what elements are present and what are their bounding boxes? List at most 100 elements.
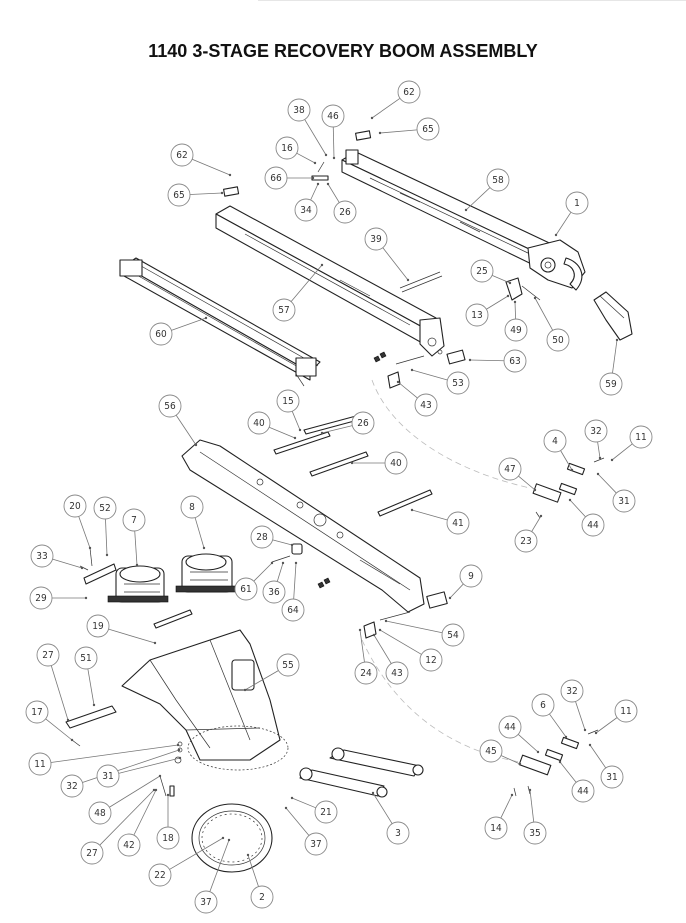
leader-tip-62 xyxy=(228,173,232,177)
callout-label: 18 xyxy=(162,833,174,844)
callout-bubble xyxy=(276,389,300,413)
callout-44: 44 xyxy=(581,513,605,537)
callout-label: 65 xyxy=(173,190,184,201)
callout-label: 6 xyxy=(540,700,546,711)
leader-tip-24 xyxy=(358,628,362,632)
callout-bubble xyxy=(419,648,443,672)
callout-label: 17 xyxy=(31,707,42,718)
callout-20: 20 xyxy=(63,494,87,518)
leader-line-48 xyxy=(109,775,161,808)
callout-bubble xyxy=(470,259,494,283)
leader-tip-37 xyxy=(284,806,288,810)
part-55-turret xyxy=(121,629,281,761)
callout-55: 55 xyxy=(276,653,300,677)
leader-tip-42 xyxy=(154,788,158,792)
leader-tip-45 xyxy=(518,762,522,766)
leader-line-60 xyxy=(171,317,207,331)
callout-label: 52 xyxy=(99,503,110,514)
callout-11: 11 xyxy=(28,752,52,776)
callout-39: 39 xyxy=(364,227,388,251)
callout-28: 28 xyxy=(250,525,274,549)
leader-line-40 xyxy=(268,426,296,439)
part-58-inner-boom xyxy=(341,149,561,273)
leader-tip-32 xyxy=(177,748,181,752)
callout-label: 62 xyxy=(176,150,187,161)
callout-51: 51 xyxy=(74,646,98,670)
leader-tip-48 xyxy=(158,774,162,778)
callout-26: 26 xyxy=(351,411,375,435)
leader-tip-52 xyxy=(105,553,109,557)
callout-bubble xyxy=(29,586,53,610)
callout-60: 60 xyxy=(149,322,173,346)
callout-21: 21 xyxy=(314,800,338,824)
callout-bubble xyxy=(247,411,271,435)
leader-line-58 xyxy=(465,187,491,211)
leader-line-3 xyxy=(372,792,393,824)
top-rule xyxy=(258,0,686,1)
leader-line-38 xyxy=(304,119,327,156)
leader-tip-21 xyxy=(290,796,294,800)
callout-27: 27 xyxy=(80,841,104,865)
leader-tip-20 xyxy=(88,546,92,550)
leader-line-46 xyxy=(332,126,335,159)
leader-tip-44 xyxy=(568,498,572,502)
leader-line-14 xyxy=(500,794,513,819)
callout-bubble xyxy=(354,661,378,685)
callout-label: 4 xyxy=(552,436,558,447)
leader-line-45 xyxy=(500,755,521,765)
callout-32: 32 xyxy=(560,679,584,703)
leader-line-26 xyxy=(321,425,353,434)
callout-label: 49 xyxy=(510,325,522,336)
callout-label: 27 xyxy=(86,848,97,859)
callout-label: 48 xyxy=(94,808,106,819)
callout-37: 37 xyxy=(194,890,218,914)
small-hardware-upper xyxy=(223,130,541,389)
leader-line-43 xyxy=(397,381,418,399)
callout-label: 36 xyxy=(268,587,280,598)
callout-bubble xyxy=(416,117,440,141)
callout-label: 54 xyxy=(447,630,459,641)
leader-tip-43 xyxy=(396,380,400,384)
leader-tip-31 xyxy=(588,743,592,747)
leader-line-65 xyxy=(189,192,223,195)
callout-label: 41 xyxy=(452,518,463,529)
leader-tip-19 xyxy=(153,641,157,645)
callout-label: 28 xyxy=(256,532,268,543)
leader-tip-41 xyxy=(410,508,414,512)
callout-label: 24 xyxy=(360,668,372,679)
callout-bubble xyxy=(446,371,470,395)
callout-44: 44 xyxy=(498,715,522,739)
callout-42: 42 xyxy=(117,833,141,857)
leader-line-27 xyxy=(99,789,155,846)
callout-bubble xyxy=(514,529,538,553)
callout-bubble xyxy=(486,168,510,192)
callout-43: 43 xyxy=(414,393,438,417)
callout-bubble xyxy=(148,863,172,887)
callout-label: 34 xyxy=(300,205,312,216)
callout-bubble xyxy=(612,489,636,513)
leader-tip-27 xyxy=(66,718,70,722)
callout-bubble xyxy=(498,715,522,739)
callout-label: 21 xyxy=(320,807,331,818)
part-3-lift-cylinders xyxy=(299,747,424,798)
callout-label: 46 xyxy=(327,111,339,122)
callout-label: 59 xyxy=(605,379,617,390)
callout-65: 65 xyxy=(416,117,440,141)
callout-49: 49 xyxy=(504,318,528,342)
leader-tip-40 xyxy=(293,436,297,440)
callout-62: 62 xyxy=(170,143,194,167)
callout-bubble xyxy=(560,679,584,703)
callout-14: 14 xyxy=(484,816,508,840)
leader-tip-36 xyxy=(281,561,285,565)
callout-66: 66 xyxy=(264,166,288,190)
leader-tip-3 xyxy=(371,791,375,795)
wear-pads-40-41 xyxy=(273,415,433,517)
leader-tip-50 xyxy=(533,296,537,300)
callout-bubble xyxy=(304,832,328,856)
callout-34: 34 xyxy=(294,198,318,222)
callout-bubble xyxy=(170,143,194,167)
callout-bubble xyxy=(28,752,52,776)
callout-label: 9 xyxy=(468,571,474,582)
callout-label: 31 xyxy=(606,772,617,783)
